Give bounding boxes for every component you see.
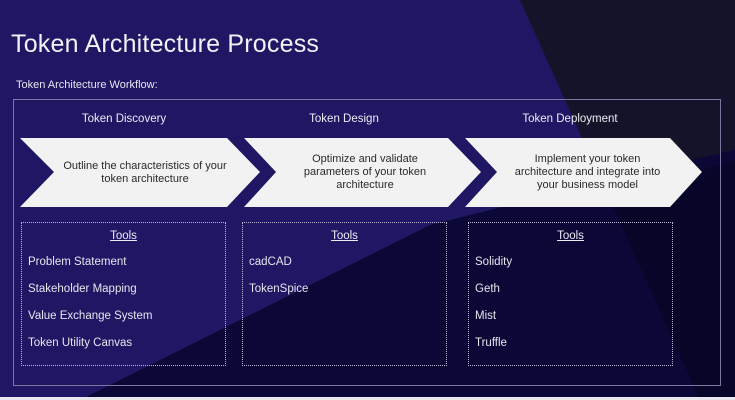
tool-item: Token Utility Canvas xyxy=(28,337,133,349)
stage-label-deployment: Token Deployment xyxy=(522,113,618,125)
tool-item: TokenSpice xyxy=(249,283,309,295)
stage-label-discovery: Token Discovery xyxy=(81,113,167,125)
arrow-text-design: Optimize and validate parameters of your… xyxy=(303,153,427,191)
tools-heading-deployment: Tools xyxy=(557,230,584,242)
tools-heading-discovery: Tools xyxy=(110,230,137,242)
tool-item: Value Exchange System xyxy=(28,310,153,322)
tool-item: Truffle xyxy=(475,337,507,349)
tool-item: Problem Statement xyxy=(28,256,127,268)
bottom-edge-strip xyxy=(0,397,735,400)
tools-box-deployment xyxy=(468,222,673,366)
arrow-text-deployment: Implement your token architecture and in… xyxy=(514,153,661,191)
tool-item: Solidity xyxy=(475,256,513,268)
arrow-text-discovery: Outline the characteristics of your toke… xyxy=(63,159,227,185)
tool-item: cadCAD xyxy=(249,256,292,268)
tools-box-design xyxy=(242,222,447,366)
background-dark-wedge xyxy=(80,150,735,400)
tools-heading-design: Tools xyxy=(331,230,358,242)
tool-item: Mist xyxy=(475,310,497,322)
arrow-design xyxy=(244,138,481,207)
tool-item: Geth xyxy=(475,283,500,295)
tool-item: Stakeholder Mapping xyxy=(28,283,137,295)
tools-box-discovery xyxy=(21,222,226,366)
workflow-subtitle: Token Architecture Workflow: xyxy=(16,79,158,91)
workflow-frame xyxy=(13,99,721,386)
arrow-deployment xyxy=(465,138,702,207)
slide-title: Token Architecture Process xyxy=(11,30,320,58)
arrow-discovery xyxy=(20,138,260,207)
stage-label-design: Token Design xyxy=(309,113,379,125)
